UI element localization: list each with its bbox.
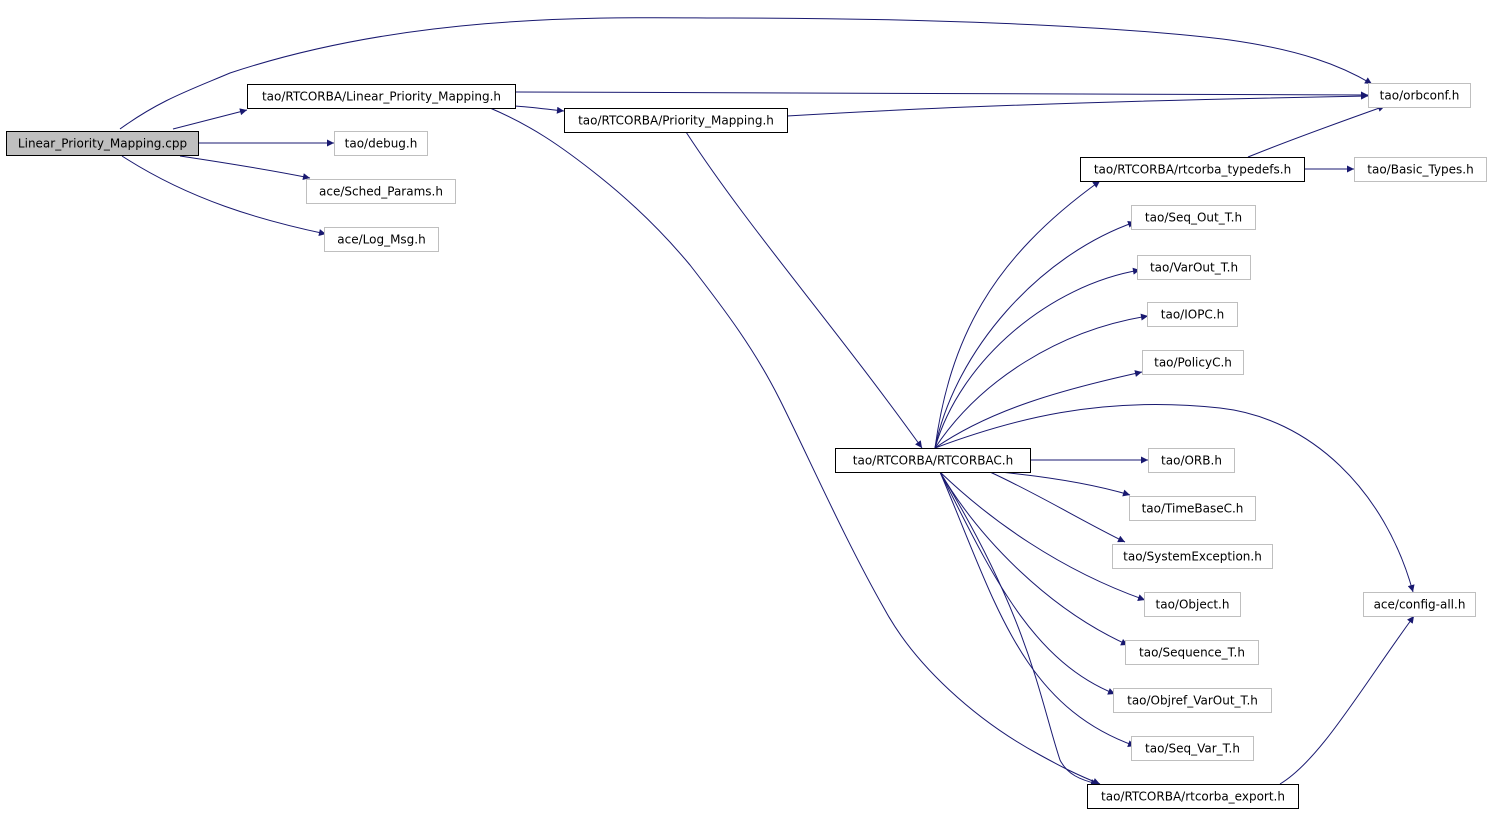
- node-label: tao/Seq_Var_T.h: [1145, 742, 1240, 756]
- node-sched: ace/Sched_Params.h: [306, 179, 456, 204]
- node-label: tao/RTCORBA/rtcorba_typedefs.h: [1094, 163, 1291, 177]
- node-export[interactable]: tao/RTCORBA/rtcorba_export.h: [1087, 784, 1299, 809]
- node-box: [1147, 302, 1238, 327]
- node-box: [1131, 205, 1256, 230]
- node-lpm-h[interactable]: tao/RTCORBA/Linear_Priority_Mapping.h: [247, 84, 516, 109]
- node-box: [1129, 496, 1256, 521]
- node-policyc: tao/PolicyC.h: [1142, 350, 1244, 375]
- node-orbconf: tao/orbconf.h: [1368, 83, 1471, 108]
- node-orb: tao/ORB.h: [1148, 448, 1235, 473]
- nodes-layer: Linear_Priority_Mapping.cpp tao/RTCORBA/L…: [6, 83, 1487, 809]
- node-label: tao/RTCORBA/RTCORBAC.h: [853, 454, 1013, 468]
- node-box: [1113, 688, 1272, 713]
- edge-rtcorbac-to-seqout: [934, 220, 1136, 449]
- node-pm-h[interactable]: tao/RTCORBA/Priority_Mapping.h: [564, 108, 788, 133]
- node-objref: tao/Objref_VarOut_T.h: [1113, 688, 1272, 713]
- edge-rtcorbac-to-export: [939, 471, 1099, 786]
- node-label: tao/orbconf.h: [1380, 89, 1460, 103]
- edge-root-to-sched: [179, 155, 311, 181]
- node-seqvar: tao/Seq_Var_T.h: [1131, 736, 1254, 761]
- edge-rtcorbac-to-objref: [939, 471, 1116, 695]
- node-varout: tao/VarOut_T.h: [1137, 255, 1251, 280]
- node-label: tao/Sequence_T.h: [1139, 646, 1245, 660]
- edge-rtcorbac-to-seqt: [939, 471, 1129, 646]
- node-label: tao/ORB.h: [1161, 454, 1222, 468]
- node-label: Linear_Priority_Mapping.cpp: [18, 137, 187, 151]
- node-debug: tao/debug.h: [334, 131, 428, 156]
- node-box: [1142, 350, 1244, 375]
- node-box: [1080, 157, 1305, 182]
- node-box: [1131, 736, 1254, 761]
- edge-rtcorbac-to-varout: [934, 267, 1141, 449]
- node-label: tao/RTCORBA/rtcorba_export.h: [1101, 790, 1285, 804]
- edge-rtcorbac-to-object: [939, 471, 1146, 601]
- node-box: [334, 131, 428, 156]
- node-box: [835, 448, 1031, 473]
- edges-layer: [119, 17, 1415, 786]
- edge-rtcorbac-to-timebase: [999, 471, 1131, 497]
- node-label: ace/Sched_Params.h: [319, 185, 443, 199]
- edge-export-to-configall: [1279, 615, 1415, 785]
- node-label: tao/PolicyC.h: [1154, 356, 1232, 370]
- node-box: [247, 84, 516, 109]
- edge-typedefs-to-orbconf: [1247, 105, 1386, 158]
- edge-root-to-orbconf: [119, 17, 1373, 130]
- node-box: [1137, 255, 1251, 280]
- node-label: tao/TimeBaseC.h: [1142, 502, 1244, 516]
- node-box: [1368, 83, 1471, 108]
- edge-rtcorbac-to-sysexc: [989, 471, 1126, 543]
- edge-pm_h-to-rtcorbac: [685, 131, 923, 449]
- edge-rtcorbac-to-typedefs: [934, 180, 1101, 449]
- edge-rtcorbac-to-configall: [934, 404, 1415, 593]
- node-seqout: tao/Seq_Out_T.h: [1131, 205, 1256, 230]
- node-box: [324, 227, 439, 252]
- node-box: [564, 108, 788, 133]
- node-box: [1125, 640, 1259, 665]
- edge-pm_h-to-orbconf: [786, 92, 1369, 117]
- node-root[interactable]: Linear_Priority_Mapping.cpp: [6, 131, 199, 156]
- node-iopc: tao/IOPC.h: [1147, 302, 1238, 327]
- node-label: tao/IOPC.h: [1161, 308, 1224, 322]
- node-label: tao/Objref_VarOut_T.h: [1127, 694, 1258, 708]
- edge-rtcorbac-to-iopc: [934, 313, 1149, 449]
- node-seqt: tao/Sequence_T.h: [1125, 640, 1259, 665]
- node-label: tao/VarOut_T.h: [1150, 261, 1238, 275]
- node-label: tao/Basic_Types.h: [1367, 163, 1473, 177]
- node-label: tao/RTCORBA/Linear_Priority_Mapping.h: [262, 90, 501, 104]
- edge-lpm_h-to-pm_h: [514, 105, 565, 114]
- node-box: [6, 131, 199, 156]
- node-box: [1363, 592, 1476, 617]
- node-label: tao/SystemException.h: [1123, 550, 1262, 564]
- node-object: tao/Object.h: [1144, 592, 1241, 617]
- node-rtcorbac[interactable]: tao/RTCORBA/RTCORBAC.h: [835, 448, 1031, 473]
- node-basictypes: tao/Basic_Types.h: [1354, 157, 1487, 182]
- node-box: [306, 179, 456, 204]
- node-label: ace/Log_Msg.h: [337, 233, 425, 247]
- node-sysexc: tao/SystemException.h: [1112, 544, 1273, 569]
- edge-rtcorbac-to-policyc: [934, 370, 1143, 449]
- node-label: tao/debug.h: [345, 137, 418, 151]
- node-logmsg: ace/Log_Msg.h: [324, 227, 439, 252]
- edge-lpm_h-to-export: [489, 107, 1101, 785]
- node-box: [1354, 157, 1487, 182]
- node-label: tao/Seq_Out_T.h: [1145, 211, 1242, 225]
- node-box: [1148, 448, 1235, 473]
- node-timebase: tao/TimeBaseC.h: [1129, 496, 1256, 521]
- node-label: tao/Object.h: [1156, 598, 1230, 612]
- node-configall: ace/config-all.h: [1363, 592, 1476, 617]
- node-box: [1087, 784, 1299, 809]
- edge-lpm_h-to-orbconf: [514, 91, 1369, 99]
- edge-rtcorbac-to-seqvar: [939, 471, 1136, 747]
- node-label: ace/config-all.h: [1374, 598, 1466, 612]
- node-typedefs[interactable]: tao/RTCORBA/rtcorba_typedefs.h: [1080, 157, 1305, 182]
- edge-root-to-lpm_h: [172, 108, 248, 130]
- node-label: tao/RTCORBA/Priority_Mapping.h: [578, 114, 774, 128]
- edge-root-to-logmsg: [121, 155, 327, 236]
- node-box: [1144, 592, 1241, 617]
- node-box: [1112, 544, 1273, 569]
